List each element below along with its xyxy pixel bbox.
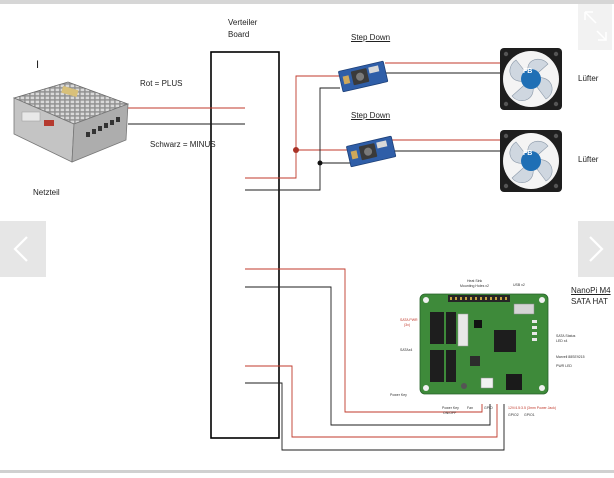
nanopi-sata-hat (419, 293, 549, 395)
fan-1 (500, 48, 562, 110)
hat-black-wire-2 (245, 382, 505, 451)
schwarz-minus-label: Schwarz = MINUS (150, 140, 216, 149)
frame-top-border (0, 0, 614, 4)
hat-sata-pwr-count: (3x) (404, 323, 411, 327)
hat-sata-status-leds: LED x4 (556, 339, 568, 343)
stepdown-red-feed (245, 75, 340, 179)
rot-plus-label: Rot = PLUS (140, 79, 183, 88)
hat-red-wire-1 (245, 268, 483, 413)
hat-onoff: ON/OFF (443, 411, 457, 415)
hat-marvell: Marvell 88SE9215 (556, 355, 585, 359)
fan-brand-1: FB (523, 68, 533, 75)
hat-gpio: GPIO (484, 406, 493, 410)
hat-sata-pwr: SATA PWR (400, 318, 418, 322)
psu-mark: I (36, 59, 40, 71)
fan-brand-2: FB (523, 150, 533, 157)
red-junction (293, 147, 299, 153)
hat-power-key: Power Key (390, 393, 407, 397)
hat-gpio-2: GPIO2 (508, 413, 519, 417)
distribution-board (210, 51, 280, 439)
netzteil-label: Netzteil (33, 188, 60, 197)
hat-heat-sink: Heat Sink (467, 279, 483, 283)
hat-power-key-2: Power Key (442, 406, 459, 410)
nanopi-title: NanoPi M4 (571, 286, 611, 295)
luefter-label-1: Lüfter (578, 74, 599, 83)
hat-red-wire-2 (245, 365, 498, 438)
hat-sata: SATAx4 (400, 348, 413, 352)
hat-dc-in: 12V/4.5:3.5 (3mm Power Jack) (508, 406, 557, 410)
fan-2 (500, 130, 562, 192)
hat-pwr-led: PWR LED (556, 364, 572, 368)
luefter-label-2: Lüfter (578, 155, 599, 164)
stepdown-black-feed (245, 87, 340, 191)
step-down-label-2: Step Down (351, 111, 391, 120)
step-down-module-1 (338, 60, 389, 93)
power-supply (12, 81, 130, 163)
hat-usb: USB x2 (513, 283, 525, 287)
hat-fan: Fan (467, 406, 474, 410)
chevron-right-icon (589, 236, 604, 262)
step-down-label-1: Step Down (351, 33, 391, 42)
hat-black-wire-1 (245, 286, 491, 426)
board-title-1: Verteiler (228, 18, 258, 27)
nav-prev-button[interactable] (0, 221, 46, 277)
black-junction (317, 160, 323, 166)
frame-bottom-border (0, 470, 614, 473)
nanopi-subtitle: SATA HAT (571, 297, 608, 306)
chevron-left-icon (13, 236, 28, 262)
hat-gpio-1: GPIO1 (524, 413, 535, 417)
board-title-2: Board (228, 30, 250, 39)
nav-next-button[interactable] (578, 221, 614, 277)
hat-mounting-holes: Mounting Holes x2 (460, 284, 489, 288)
expand-icon[interactable] (578, 4, 612, 50)
step-down-module-2 (346, 135, 397, 168)
hat-sata-status: SATA Status (556, 334, 576, 338)
